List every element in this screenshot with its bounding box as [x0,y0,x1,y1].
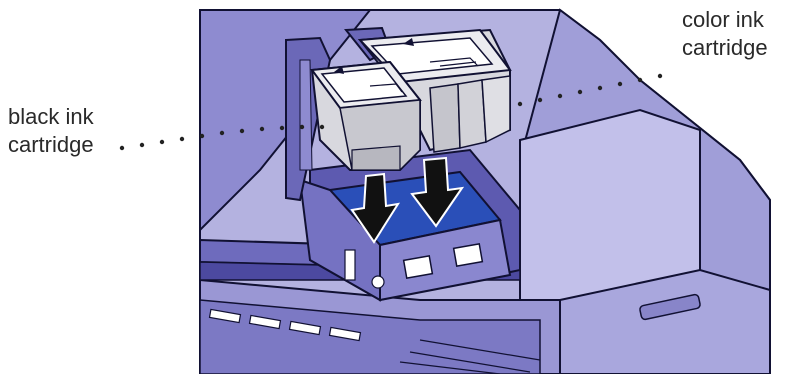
black-label-line1: black ink [8,103,94,131]
black-label-line2: cartridge [8,131,94,159]
color-label-line1: color ink [682,6,768,34]
black-ink-cartridge-label: black ink cartridge [8,103,94,159]
color-label-line2: cartridge [682,34,768,62]
color-ink-cartridge-label: color ink cartridge [682,6,768,62]
